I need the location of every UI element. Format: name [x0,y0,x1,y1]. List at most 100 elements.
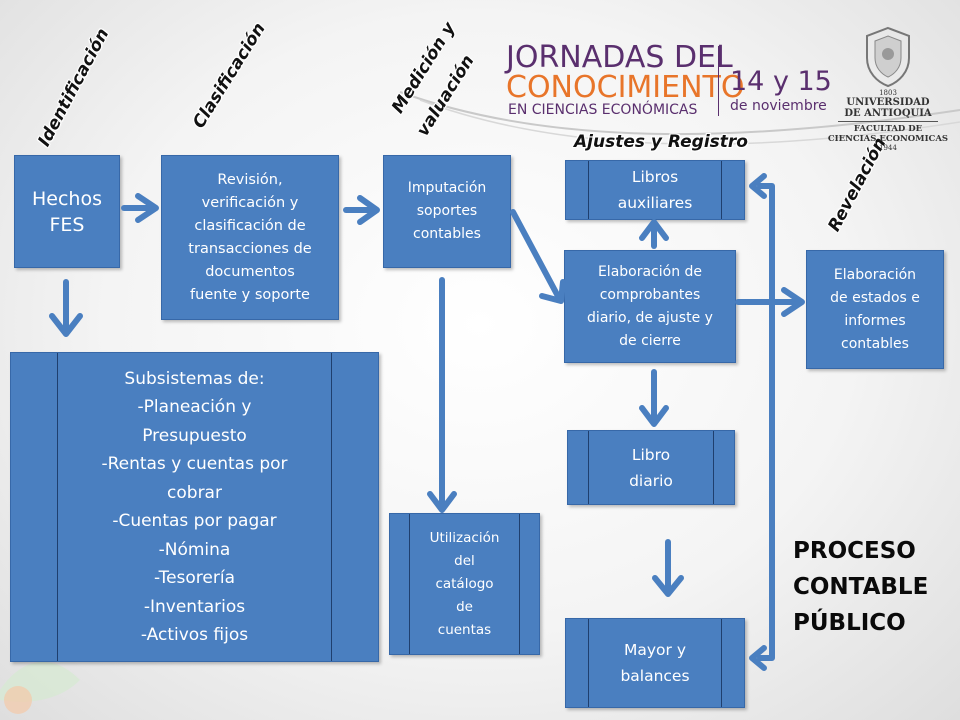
title-line: PÚBLICO [793,610,906,636]
box-line: de [456,598,473,615]
box-elaboracion-estados: Elaboración de estados e informes contab… [806,250,944,369]
box-line: Elaboración [833,266,917,283]
box-libros-auxiliares: Libros auxiliares [565,160,745,220]
box-line: diario, de ajuste y [587,309,713,326]
title-line: PROCESO [793,538,916,564]
box-line: diario [629,471,673,490]
panel-bar-left [588,161,589,219]
box-elaboracion-comprobantes: Elaboración de comprobantes diario, de a… [564,250,736,363]
box-line: Subsistemas de: [124,368,265,389]
arrowhead [427,491,457,513]
box-line: -Activos fijos [140,625,249,645]
arrowhead [639,405,669,427]
arrowhead [135,193,159,223]
box-line: Revisión, [217,171,283,188]
box-line: verificación y [201,194,299,211]
box-line: informes [844,312,906,329]
box-line: del [454,552,475,569]
university-year-1944: 1944 [879,144,897,152]
box-hechos-fes: Hechos FES [14,155,120,268]
arrowhead [781,287,805,317]
university-name-1: UNIVERSIDAD [846,97,930,108]
title-line: CONTABLE [793,574,929,600]
faculty-name-1: FACULTAD DE [853,124,923,134]
logo-line-jornadas: JORNADAS DEL [506,40,733,75]
panel-bar-right [721,619,722,707]
box-line: Hechos [32,187,102,210]
box-line: contables [413,226,481,242]
box-line: -Cuentas por pagar [112,511,277,531]
logo-date-big: 14 y 15 [730,66,832,97]
box-line: Elaboración de [597,263,703,280]
box-revision-text: Revisión, verificación y clasificación d… [188,169,311,307]
panel-bar-left [409,514,410,654]
arrowhead [639,219,669,241]
university-year-1803: 1803 [879,89,897,97]
arrowhead [49,313,83,337]
bracket-libros-mayor [757,183,775,661]
faculty-name-2: CIENCIAS ECONOMICAS [827,134,949,144]
box-line: balances [620,667,690,685]
box-line: cuentas [437,621,492,638]
box-line: de cierre [619,332,681,349]
panel-bar-right [721,161,722,219]
logo-date-small: de noviembre [730,98,827,114]
box-utilizacion-text: Utilización del catálogo de cuentas [409,514,520,654]
box-line: fuente y soporte [190,286,310,303]
box-elaboracion-comprobantes-text: Elaboración de comprobantes diario, de a… [587,261,713,353]
panel-bar-right [331,353,332,661]
box-imputacion-text: Imputación soportes contables [408,177,487,246]
box-line: Libro [631,445,671,464]
university-name-2: DE ANTIOQUIA [844,108,932,119]
box-line: auxiliares [617,194,693,212]
arrowhead [749,645,767,671]
panel-bar-left [588,431,589,504]
box-line: -Nómina [158,539,231,560]
arrowhead [652,575,684,597]
event-logo: JORNADAS DEL CONOCIMIENTO EN CIENCIAS EC… [492,40,832,125]
logo-line-ciencias: EN CIENCIAS ECONÓMICAS [508,102,698,118]
box-line: Libros [631,168,679,186]
box-line: clasificación de [194,217,306,234]
box-subsistemas: Subsistemas de: -Planeación y Presupuest… [10,352,379,662]
box-line: Mayor y [624,641,686,659]
box-libro-diario: Libro diario [567,430,735,505]
university-divider [838,121,938,122]
box-line: -Tesorería [154,568,235,588]
box-subsistemas-text: Subsistemas de: -Planeación y Presupuest… [57,353,332,661]
box-line: -Rentas y cuentas por [101,454,288,474]
box-revision: Revisión, verificación y clasificación d… [161,155,339,320]
box-mayor-balances: Mayor y balances [565,618,745,708]
box-elaboracion-estados-text: Elaboración de estados e informes contab… [830,264,920,356]
box-line: -Inventarios [143,596,246,617]
logo-line-conocimiento: CONOCIMIENTO [506,70,745,105]
arrowhead [539,279,566,304]
box-libros-auxiliares-text: Libros auxiliares [588,161,722,219]
box-line: cobrar [167,482,222,503]
stage-label-ajustes: Ajustes y Registro [574,132,748,152]
stage-label-identificacion: Identificación [34,25,114,150]
university-logo: 1803 UNIVERSIDAD DE ANTIOQUIA FACULTAD D… [822,20,954,152]
box-line: Imputación [407,180,487,196]
box-libro-diario-text: Libro diario [588,431,714,504]
panel-bar-left [588,619,589,707]
box-imputacion: Imputación soportes contables [383,155,511,268]
box-utilizacion-catalogo: Utilización del catálogo de cuentas [389,513,540,655]
box-hechos-text: Hechos FES [32,186,102,238]
box-line: transacciones de [188,240,312,257]
box-line: documentos [205,263,295,280]
arrowhead [357,195,380,225]
arrow-imputacion-elaboracion [510,209,563,303]
university-seal-icon [866,26,910,88]
panel-bar-right [519,514,520,654]
box-line: Presupuesto [142,425,247,446]
panel-bar-left [57,353,58,661]
box-line: contables [841,335,909,352]
stage-label-clasificacion: Clasificación [189,19,270,132]
panel-bar-right [713,431,714,504]
box-line: catálogo [435,575,494,592]
logo-divider [718,46,719,116]
box-line: comprobantes [599,286,701,303]
box-mayor-text: Mayor y balances [588,619,722,707]
box-line: de estados e [830,289,920,306]
